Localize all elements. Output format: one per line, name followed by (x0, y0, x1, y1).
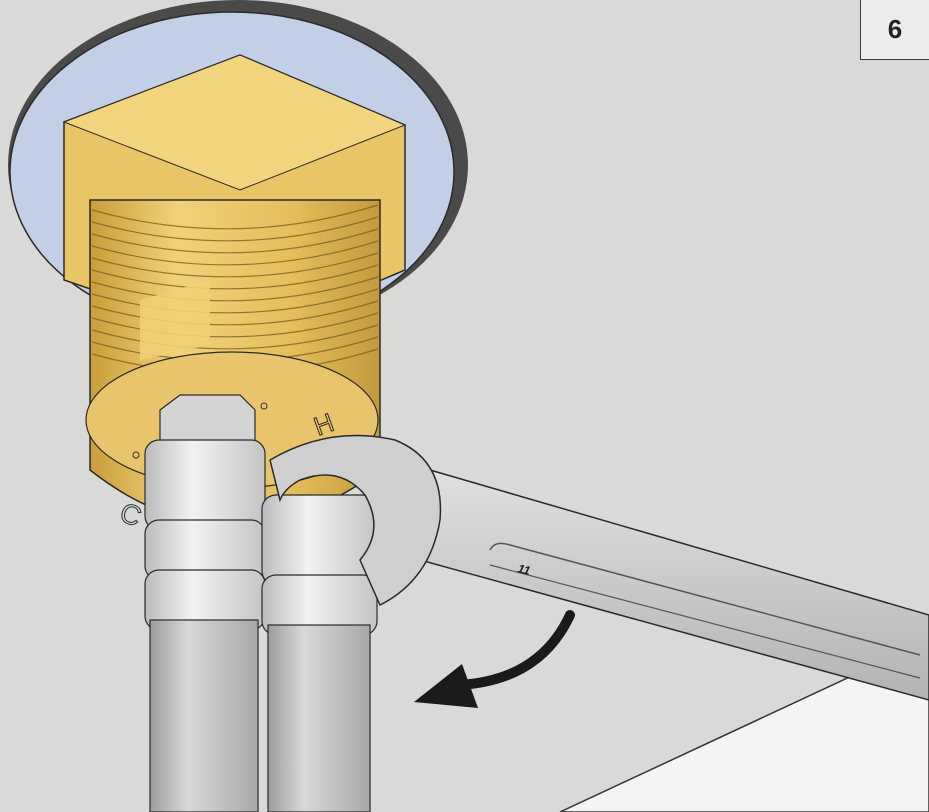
curved-arrow-icon (414, 610, 575, 708)
cabinet-floor (559, 639, 929, 812)
open-end-wrench (269, 434, 929, 701)
step-number-badge: 6 (860, 0, 929, 60)
cold-marking: C (116, 497, 146, 533)
right-connection (261, 494, 378, 812)
step-number: 6 (887, 14, 903, 44)
left-connection (144, 394, 266, 812)
wrench-size-label: 11 (516, 561, 532, 578)
